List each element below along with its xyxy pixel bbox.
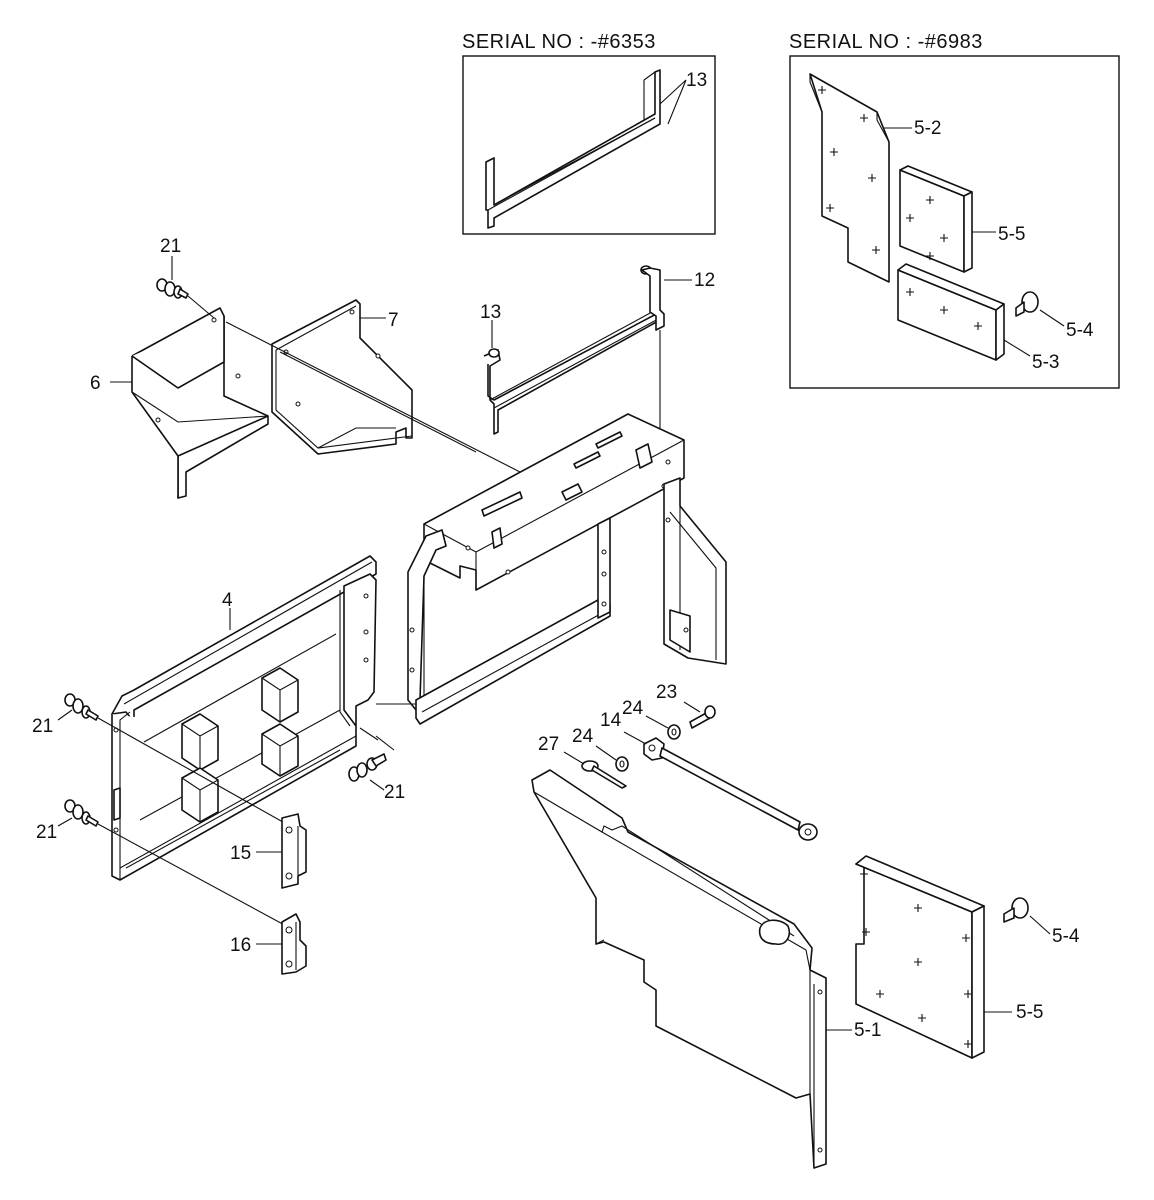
leader-14 — [623, 731, 647, 745]
washer-24-top — [667, 724, 681, 740]
inset-serial-6353: SERIAL NO : -#6353 13 — [462, 31, 716, 235]
callout-5-4: 5-4 — [1052, 926, 1080, 947]
inset-left-leader-13 — [659, 79, 687, 125]
bolt-21-mid-lines — [359, 727, 395, 751]
callout-21-mid: 21 — [384, 782, 405, 803]
align-line-7 — [279, 351, 477, 453]
rod-14 — [643, 737, 818, 841]
callout-27: 27 — [538, 734, 559, 755]
inset-fastener-5-4 — [1015, 291, 1039, 317]
fastener-5-4 — [1003, 897, 1029, 923]
leader-5-4 — [1029, 915, 1051, 935]
inset-callout-5-2: 5-2 — [914, 118, 941, 139]
callout-12: 12 — [694, 270, 715, 291]
inset-left-serial-label: SERIAL NO : -#6353 — [462, 31, 656, 53]
leader-24-top — [645, 715, 669, 729]
inset-callout-5-3: 5-3 — [1032, 352, 1059, 373]
callout-5-1: 5-1 — [854, 1020, 881, 1041]
inset-left-frame — [462, 55, 716, 235]
bolt-21-mid — [348, 753, 387, 782]
callout-7: 7 — [388, 310, 399, 331]
part-4-panel — [111, 555, 377, 881]
callout-15: 15 — [230, 843, 251, 864]
inset-serial-6983: SERIAL NO : -#6983 — [789, 31, 1120, 389]
pin-27 — [581, 760, 627, 789]
part-6-cover — [131, 307, 269, 499]
leader-27 — [563, 751, 585, 765]
part-12-rod — [640, 265, 665, 448]
callout-21-left-bottom: 21 — [36, 822, 57, 843]
bolt-21-left-bottom — [64, 799, 99, 827]
callout-14: 14 — [600, 710, 622, 731]
inset-left-callout-13: 13 — [686, 70, 707, 91]
leader-21-left-bottom — [57, 817, 73, 827]
callout-21-top: 21 — [160, 236, 181, 257]
callout-6: 6 — [90, 373, 101, 394]
callout-21-left-top: 21 — [32, 716, 53, 737]
part-5-5-pad — [855, 855, 985, 1059]
leader-23 — [683, 701, 701, 713]
leader-5-4-inset — [1039, 309, 1065, 327]
bolt-21-left-top — [64, 693, 99, 721]
callout-24-bottom: 24 — [572, 726, 594, 747]
align-line-16 — [97, 823, 291, 929]
callout-24-top: 24 — [622, 698, 644, 719]
inset-left-bracket-13 — [485, 69, 661, 229]
inset-pad-5-3 — [897, 263, 1005, 361]
inset-right-serial-label: SERIAL NO : -#6983 — [789, 31, 983, 53]
callout-4: 4 — [222, 590, 233, 611]
inset-callout-5-4: 5-4 — [1066, 320, 1094, 341]
leader-21-left-top — [57, 709, 73, 721]
part-7-cover — [271, 299, 413, 455]
part-16-bracket — [281, 913, 307, 975]
align-line-6 — [225, 321, 521, 473]
bolt-21-top-line — [187, 295, 215, 319]
main-frame — [407, 413, 727, 725]
inset-right-frame — [789, 55, 1120, 389]
leader-5-3 — [1003, 339, 1031, 357]
part-5-1-cover — [531, 769, 827, 1169]
callout-23: 23 — [656, 682, 677, 703]
leader-24-bottom — [595, 745, 617, 761]
bolt-21-top — [156, 278, 189, 299]
bolt-23 — [689, 705, 716, 729]
leader-21-mid — [369, 779, 385, 791]
part-15-bracket — [281, 813, 307, 889]
part-13-bracket — [483, 311, 661, 435]
callout-5-5: 5-5 — [1016, 1002, 1043, 1023]
washer-24-bottom — [615, 756, 629, 772]
inset-callout-5-5: 5-5 — [998, 224, 1025, 245]
callout-16: 16 — [230, 935, 251, 956]
align-line-15 — [97, 717, 291, 827]
callout-13: 13 — [480, 302, 501, 323]
inset-pad-5-2 — [809, 73, 890, 283]
inset-pad-5-5 — [899, 165, 973, 273]
